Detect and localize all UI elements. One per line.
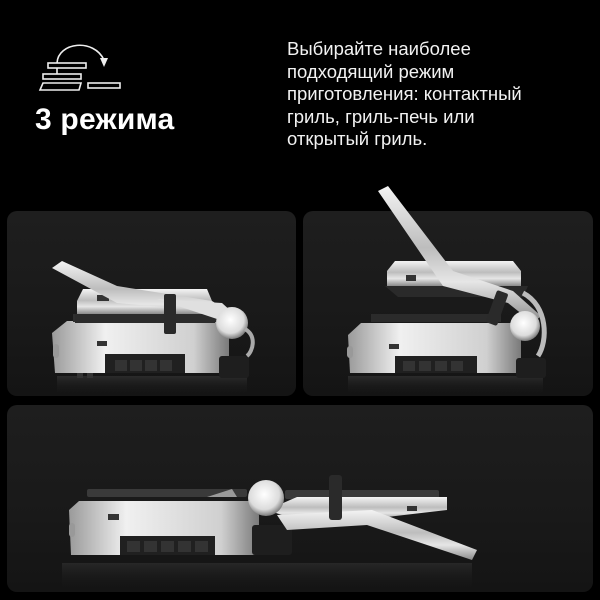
description-line: приготовления: контактный: [287, 83, 522, 104]
description-line: Выбирайте наиболее: [287, 38, 471, 59]
modes-description: Выбирайте наиболее подходящий режим приг…: [287, 38, 577, 151]
panel-open-grill: [7, 405, 593, 592]
grill-raised-oven-image: [347, 186, 547, 394]
description-line: подходящий режим: [287, 60, 455, 82]
modes-stack-arrow-icon: [38, 44, 121, 91]
grill-open-flat-image: [62, 475, 477, 588]
panel-grill-oven: [303, 186, 593, 396]
panel-contact-grill: [7, 211, 296, 396]
description-line: гриль, гриль-печь или: [287, 105, 475, 127]
description-line: открытый гриль.: [287, 128, 428, 149]
modes-count-title: 3 режима: [35, 103, 175, 136]
grill-closed-contact-image: [52, 261, 255, 394]
